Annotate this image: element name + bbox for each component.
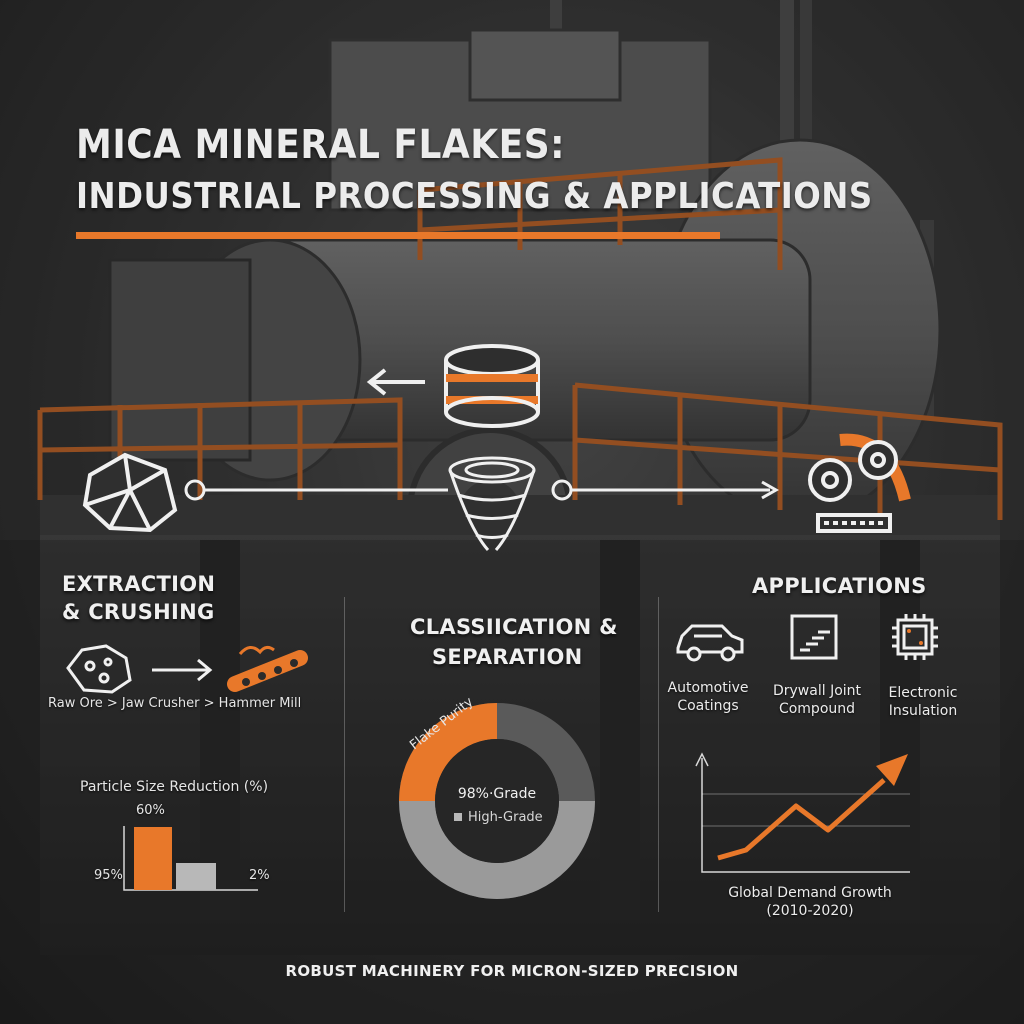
title-line2: INDUSTRIAL PROCESSING & APPLICATIONS (76, 176, 873, 217)
bar-secondary (176, 863, 216, 890)
growth-line (717, 778, 886, 861)
conveyor-icon (227, 645, 308, 692)
footer-tagline: ROBUST MACHINERY FOR MICRON-SIZED PRECIS… (285, 962, 739, 980)
extraction-heading-line2: & CRUSHING (62, 600, 215, 624)
process-flow (82, 344, 911, 552)
extraction-icons (66, 644, 308, 694)
rock-ore-icon (66, 644, 132, 694)
donut-legend-label: High-Grade (468, 810, 543, 825)
applications-heading: APPLICATIONS (752, 574, 927, 598)
drywall-icon (790, 614, 838, 660)
growth-arrowhead-icon (876, 754, 908, 786)
title-underline (76, 232, 720, 239)
cyclone-separator-icon (448, 456, 536, 552)
crushed-rock-icon (82, 452, 178, 533)
application-item-electronic: Electronic Insulation (878, 684, 968, 720)
particle-size-chart (123, 826, 258, 891)
extraction-flow-text: Raw Ore > Jaw Crusher > Hammer Mill (48, 696, 302, 711)
donut-segment-accent (399, 703, 498, 802)
flake-purity-donut: Flake Purity 98%·Grade High-Grade (399, 694, 595, 899)
growth-title-line1: Global Demand Growth (728, 885, 892, 901)
legend-swatch (454, 813, 462, 821)
bar-label-left: 95% (94, 868, 123, 883)
application-icons (676, 614, 938, 662)
chart-axis (701, 758, 910, 873)
extraction-heading-line1: EXTRACTION (62, 572, 216, 596)
donut-center-value: 98%·Grade (458, 786, 536, 802)
application-item-drywall: Drywall Joint Compound (762, 682, 872, 718)
title-line1: MICA MINERAL FLAKES: (76, 122, 566, 168)
bar-label-top: 60% (136, 803, 165, 818)
application-label-line1: Automotive (667, 680, 749, 696)
arrow-right-icon (152, 658, 213, 682)
growth-title-line2: (2010-2020) (766, 903, 854, 919)
application-label-line2: Coatings (677, 698, 739, 714)
bar-label-right: 2% (249, 868, 270, 883)
panel-divider-left (344, 597, 345, 912)
classification-heading-line2: SEPARATION (432, 645, 583, 669)
bar-primary (134, 827, 172, 890)
demand-growth-chart (695, 752, 910, 873)
application-label-line1: Drywall Joint (772, 683, 862, 699)
application-item-automotive: Automotive Coatings (660, 679, 756, 715)
axis-arrow-icon (695, 752, 709, 767)
flow-line (184, 479, 780, 501)
growth-chart-title: Global Demand Growth (2010-2020) (720, 884, 900, 920)
classification-heading-line1: CLASSIICATION & (410, 615, 618, 639)
application-label-line2: Compound (778, 701, 856, 717)
panel-divider-right (658, 597, 659, 912)
roller-mill-icon (808, 433, 911, 533)
particle-chart-title: Particle Size Reduction (%) (80, 779, 269, 795)
car-icon (676, 624, 744, 662)
application-label-line1: Electronic (888, 685, 958, 701)
mica-layers-icon (444, 344, 540, 428)
application-label-line2: Insulation (888, 703, 958, 719)
chip-icon (892, 614, 938, 660)
arrow-left-icon (366, 368, 425, 396)
donut-segment-light (399, 800, 595, 899)
chart-gridlines (702, 793, 910, 827)
